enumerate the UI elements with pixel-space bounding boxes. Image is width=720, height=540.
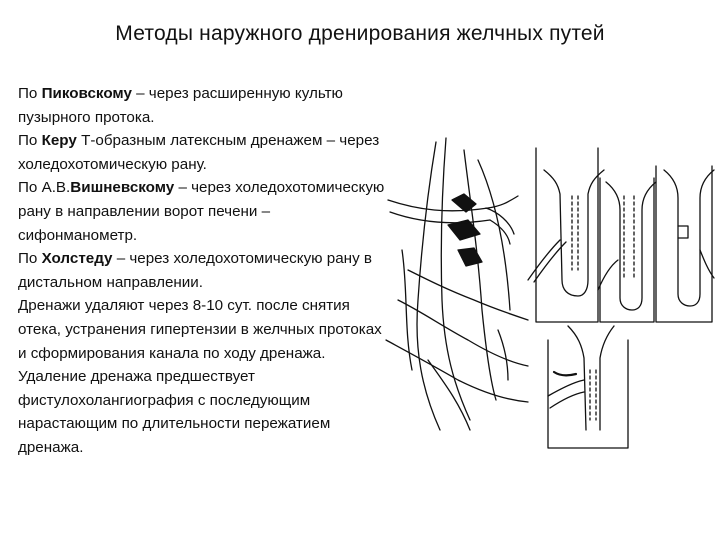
duct-panel-left (527, 147, 605, 323)
duct-panel-bottom (547, 325, 629, 449)
method-prefix: По А.В. (18, 179, 71, 197)
method-description: – через расширенную культю пузырного про… (18, 85, 343, 126)
method-vishnevsky: По А.В.Вишневскому – через холедохотомич… (18, 176, 386, 247)
methods-text: По Пиковскому – через расширенную культю… (18, 82, 386, 460)
duct-panel-right (655, 165, 715, 323)
method-halsted: По Холстеду – через холедохотомическую р… (18, 247, 386, 294)
method-description: Т-образным латексным дренажем – через хо… (18, 132, 380, 173)
method-kehr: По Керу Т-образным латексным дренажем – … (18, 129, 386, 176)
method-prefix: По (18, 250, 42, 268)
method-author: Вишневскому (70, 179, 175, 197)
method-author: Керу (41, 132, 77, 150)
method-prefix: По (18, 132, 42, 150)
method-description: – через холедохотомическую рану в направ… (18, 179, 385, 244)
drain-removal-text: Дренажи удаляют через 8-10 сут. после сн… (18, 297, 382, 456)
method-author: Пиковскому (41, 85, 132, 102)
method-author: Холстеду (41, 250, 113, 268)
method-prefix: По (18, 85, 42, 102)
duct-panel-middle (597, 177, 657, 323)
slide-title: Методы наружного дренирования желчных пу… (115, 22, 605, 45)
drain-removal-note: Дренажи удаляют через 8-10 сут. после сн… (18, 294, 386, 459)
method-pikovsky: По Пиковскому – через расширенную культю… (18, 82, 386, 129)
method-description: – через холедохотомическую рану в дистал… (18, 250, 372, 291)
drainage-illustration (385, 137, 715, 449)
anatomy-sketch (385, 137, 529, 431)
